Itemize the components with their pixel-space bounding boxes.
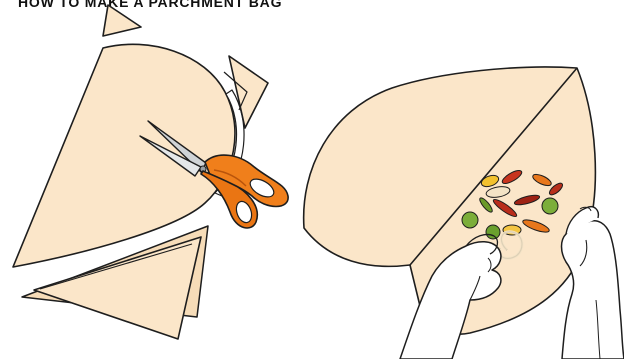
right-hand-icon	[562, 207, 624, 359]
cutting-parchment-illustration	[13, 5, 288, 339]
folding-bag-illustration	[304, 67, 624, 359]
paper-scrap-top	[103, 5, 141, 36]
vegetable-green-olive-3	[542, 198, 558, 214]
right-hand	[562, 221, 624, 359]
vegetable-green-olive-1	[462, 212, 478, 228]
vegetable-green-olive-2	[486, 225, 500, 239]
